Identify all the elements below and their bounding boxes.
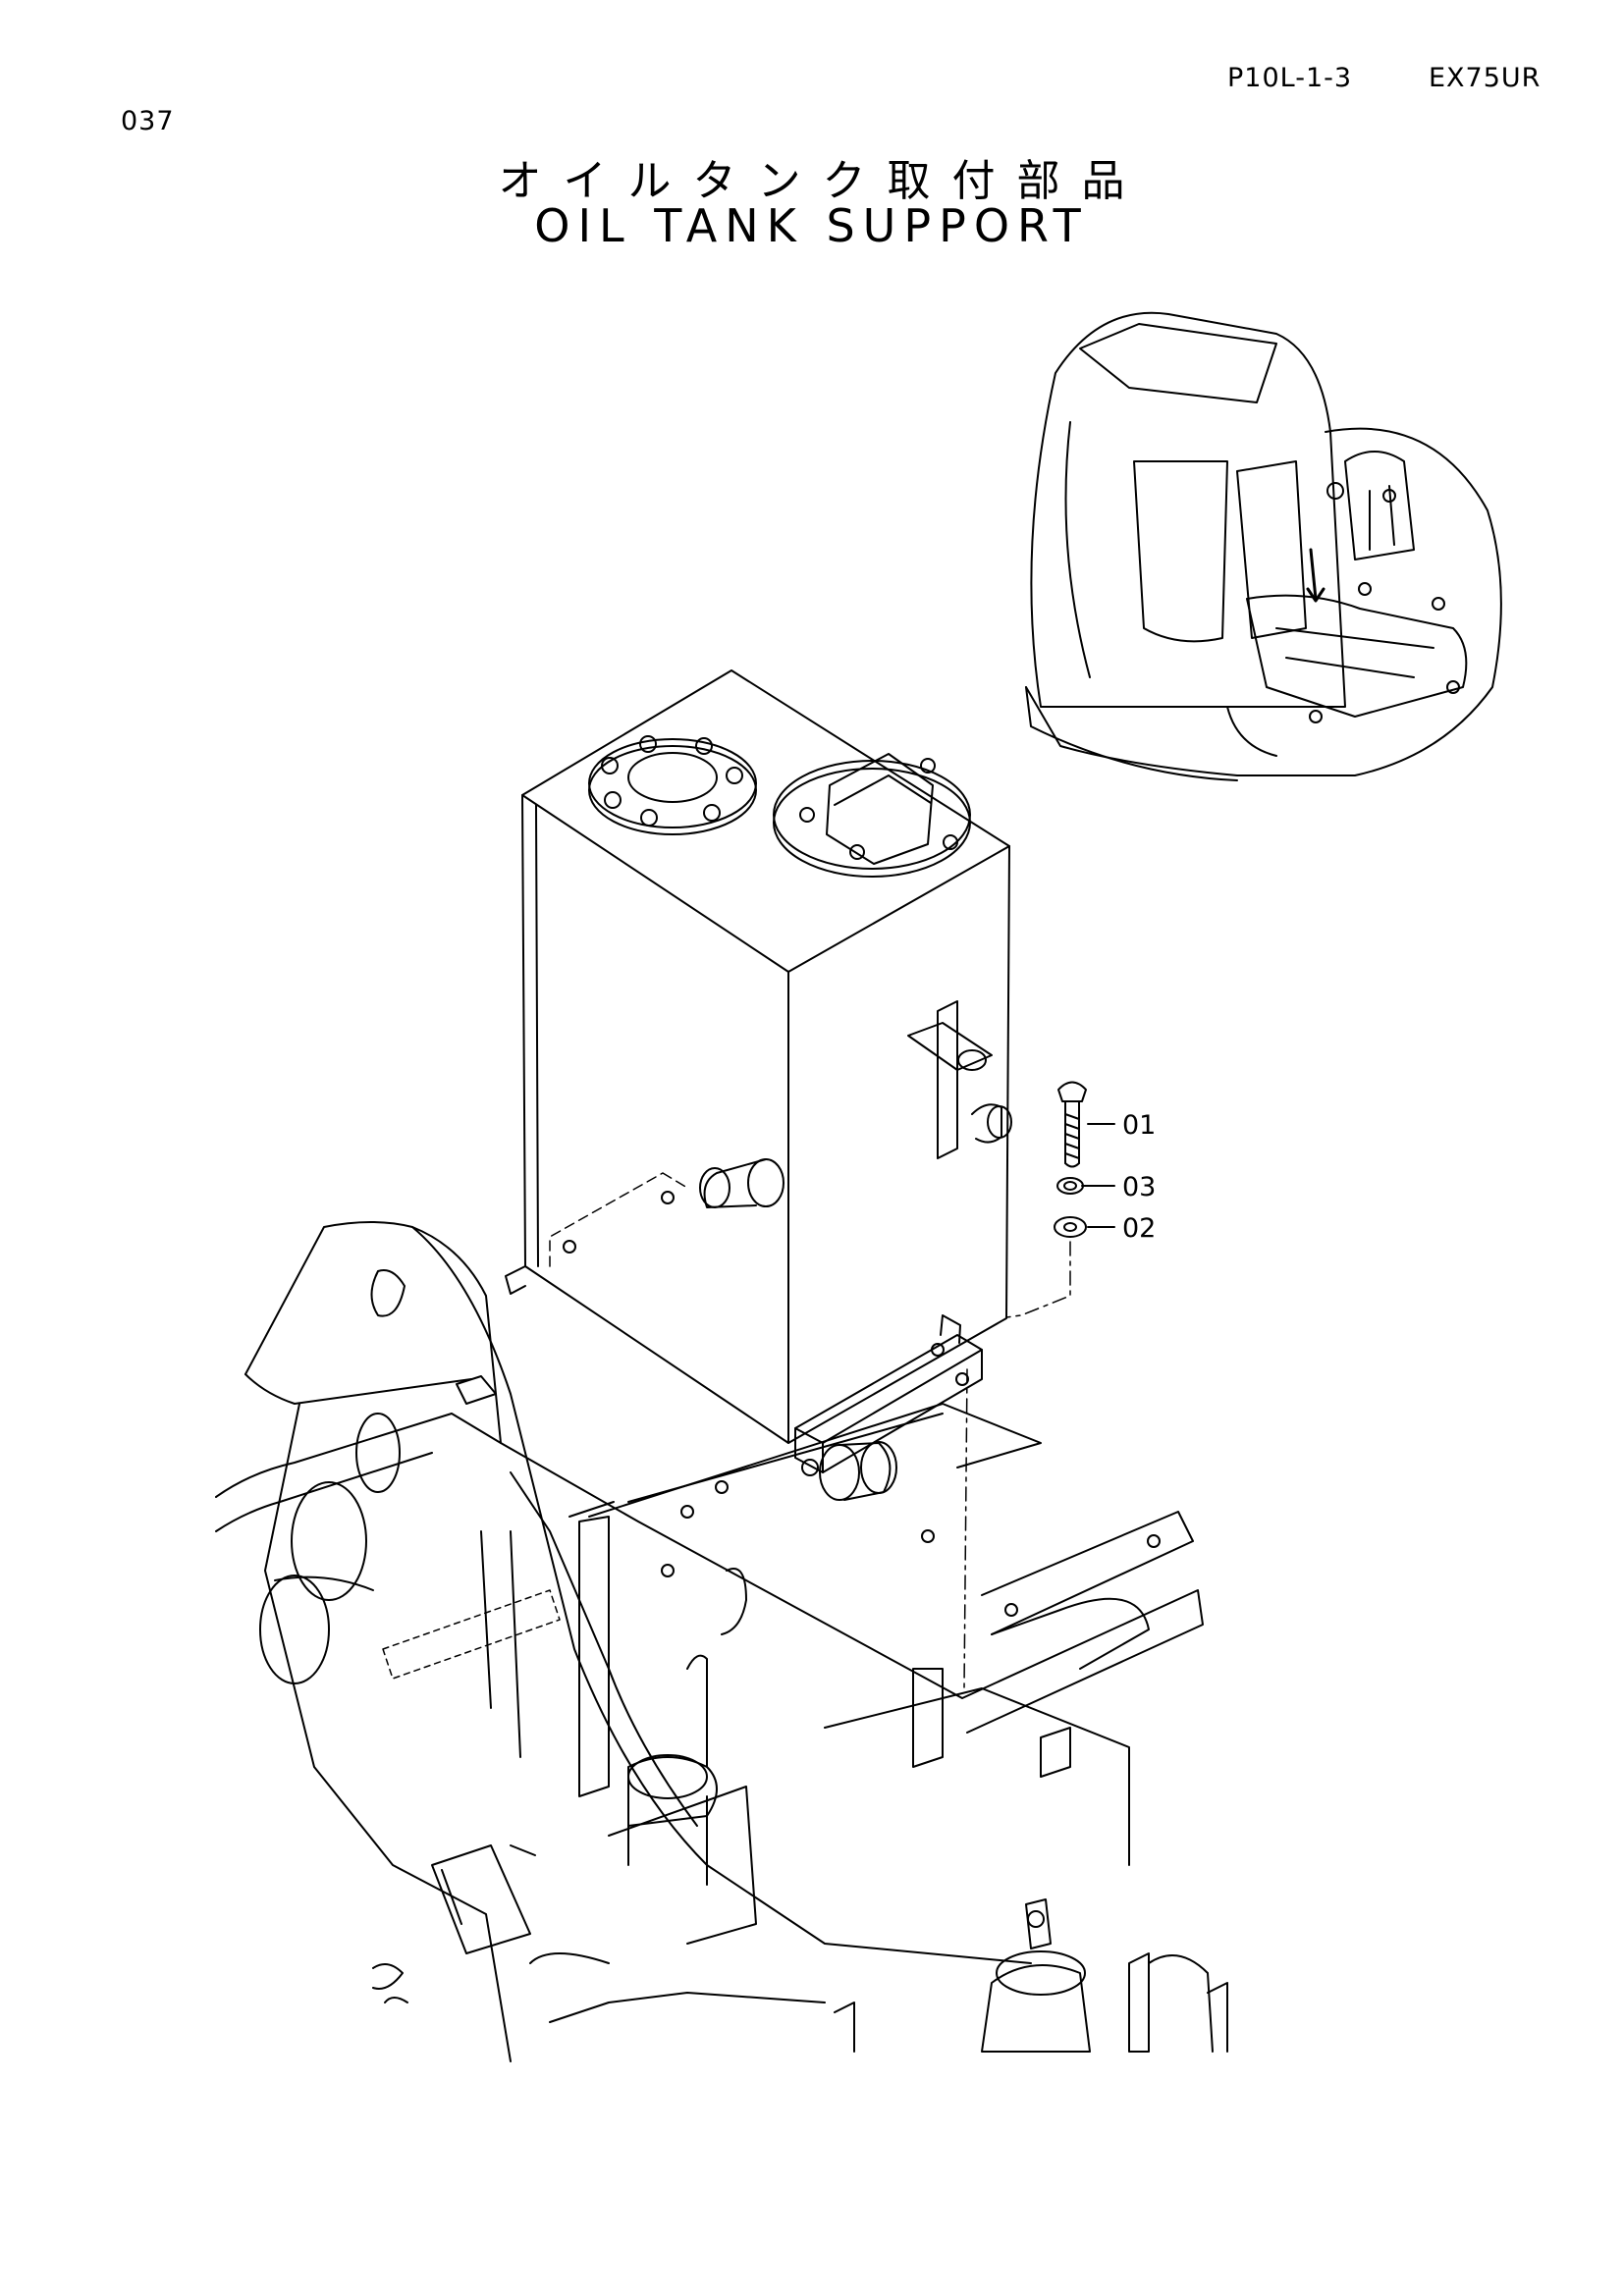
oil-tank: [505, 669, 1012, 1501]
doc-code: P10L-1-3: [1227, 63, 1353, 93]
fastener-parts: 01 03 02: [963, 1081, 1156, 1689]
callout-03: 03: [1122, 1172, 1156, 1202]
title-english: OIL TANK SUPPORT: [534, 199, 1089, 252]
title-japanese: オイルタンク取付部品: [498, 156, 1147, 206]
callout-02: 02: [1122, 1213, 1156, 1244]
callout-01: 01: [1122, 1110, 1156, 1141]
page-number: 037: [121, 106, 175, 136]
excavator-overview: [1025, 311, 1502, 781]
main-frame: [215, 1221, 1228, 2062]
model-code: EX75UR: [1429, 63, 1542, 93]
